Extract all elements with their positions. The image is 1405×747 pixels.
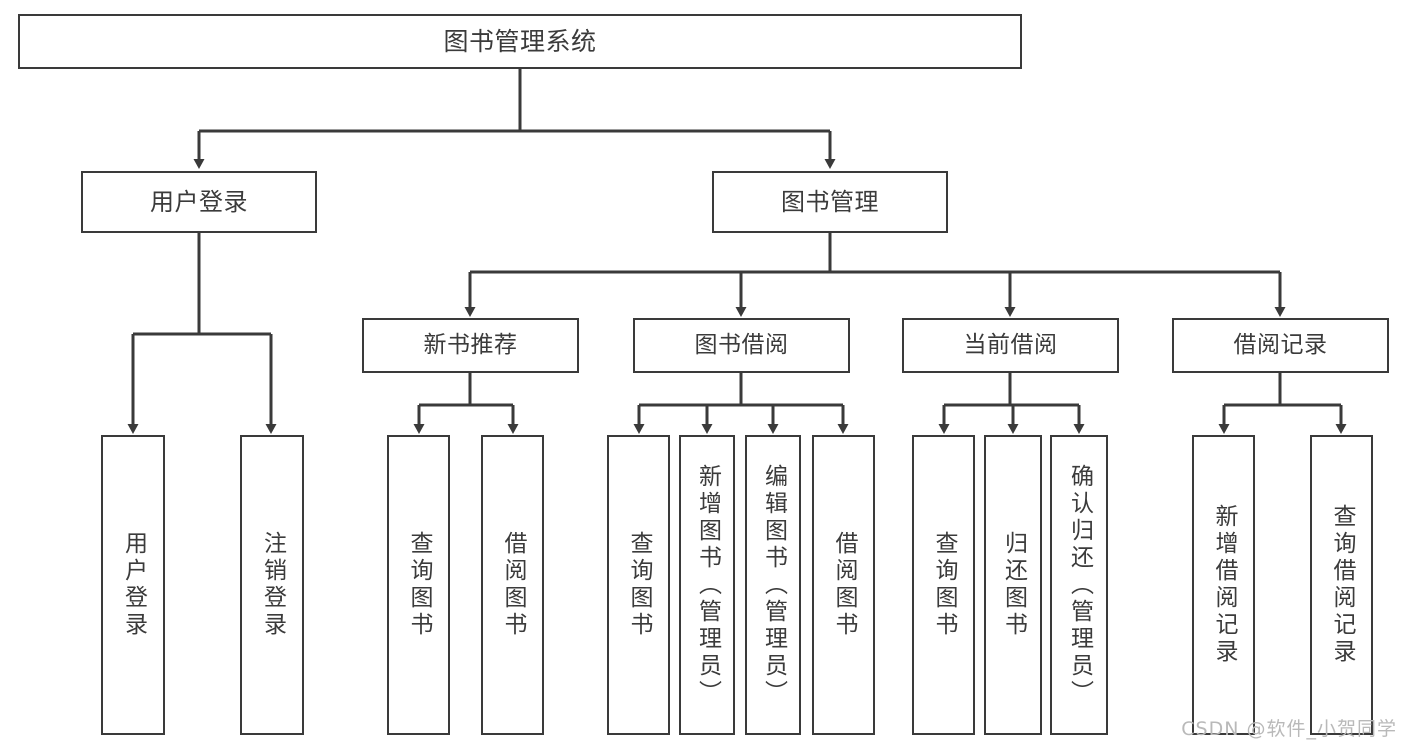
leaf-查询图书-8[interactable]: 查询图书 — [912, 435, 975, 735]
node-label: 用户登录 — [150, 187, 248, 216]
leaf-查询图书-4[interactable]: 查询图书 — [607, 435, 670, 735]
node-借阅记录[interactable]: 借阅记录 — [1172, 318, 1389, 373]
node-label: 新增借阅记录 — [1211, 504, 1237, 666]
leaf-借阅图书-3[interactable]: 借阅图书 — [481, 435, 544, 735]
leaf-注销登录-1[interactable]: 注销登录 — [240, 435, 304, 735]
node-label: 借阅图书 — [831, 531, 857, 639]
node-label: 归还图书 — [1000, 531, 1027, 639]
borrowrecord-to-leaves-connectors — [1218, 373, 1347, 434]
node-label: 查询图书 — [931, 531, 957, 639]
currentborrow-to-leaves-connectors — [938, 373, 1085, 434]
leaf-确认归还管理员-10[interactable]: 确认归还（管理员） — [1050, 435, 1108, 735]
leaf-查询借阅记录-12[interactable]: 查询借阅记录 — [1310, 435, 1373, 735]
node-label: 借阅记录 — [1233, 331, 1328, 358]
node-label: 查询图书 — [626, 531, 652, 639]
booklist-to-level3-connectors — [464, 233, 1286, 317]
userlogin-to-leaves-connectors — [127, 233, 277, 434]
node-label: 图书管理 — [781, 187, 879, 216]
node-label: 查询借阅记录 — [1329, 504, 1355, 666]
node-label: 注销登录 — [259, 531, 286, 639]
root-to-level2-connectors — [193, 69, 836, 169]
leaf-编辑图书管理员-6[interactable]: 编辑图书（管理员） — [745, 435, 801, 735]
node-label: 图书管理系统 — [443, 26, 597, 56]
leaf-归还图书-9[interactable]: 归还图书 — [984, 435, 1042, 735]
newbook-to-leaves-connectors — [413, 373, 519, 434]
node-label: 查询图书 — [406, 531, 432, 639]
node-图书借阅[interactable]: 图书借阅 — [633, 318, 850, 373]
node-label: 新书推荐 — [423, 331, 518, 358]
leaf-新增图书管理员-5[interactable]: 新增图书（管理员） — [679, 435, 735, 735]
leaf-新增借阅记录-11[interactable]: 新增借阅记录 — [1192, 435, 1255, 735]
node-label: 编辑图书（管理员） — [760, 463, 787, 707]
node-label: 确认归还（管理员） — [1066, 463, 1093, 707]
node-图书管理[interactable]: 图书管理 — [712, 171, 948, 233]
borrowbook-to-leaves-connectors — [633, 373, 849, 434]
node-root-system[interactable]: 图书管理系统 — [18, 14, 1022, 69]
leaf-借阅图书-7[interactable]: 借阅图书 — [812, 435, 875, 735]
node-label: 图书借阅 — [694, 331, 789, 358]
node-label: 用户登录 — [120, 531, 147, 639]
node-用户登录[interactable]: 用户登录 — [81, 171, 317, 233]
node-label: 当前借阅 — [963, 331, 1058, 358]
node-label: 新增图书（管理员） — [694, 463, 721, 707]
node-当前借阅[interactable]: 当前借阅 — [902, 318, 1119, 373]
node-新书推荐[interactable]: 新书推荐 — [362, 318, 579, 373]
leaf-用户登录-0[interactable]: 用户登录 — [101, 435, 165, 735]
node-label: 借阅图书 — [500, 531, 526, 639]
leaf-查询图书-2[interactable]: 查询图书 — [387, 435, 450, 735]
